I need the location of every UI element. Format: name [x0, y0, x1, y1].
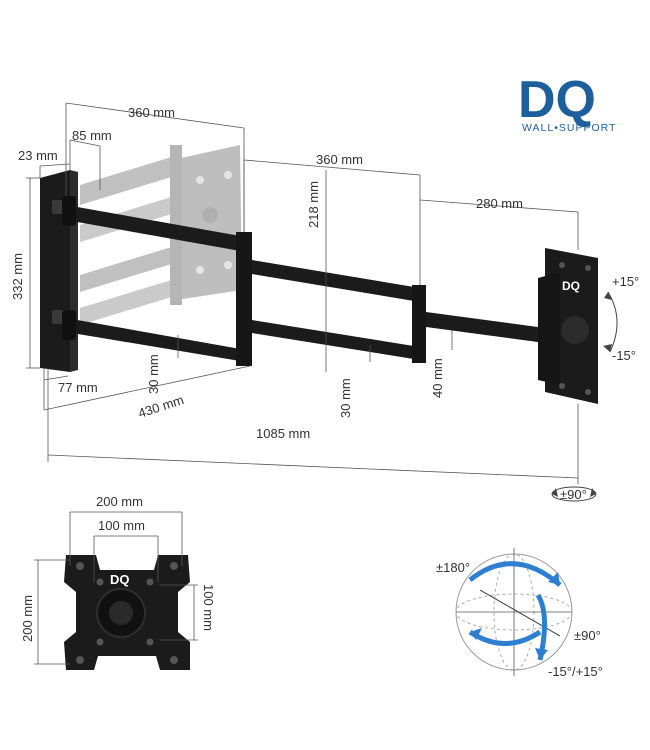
arm-segment-2 — [252, 260, 426, 363]
dim-wall-plate-width: 77 mm — [58, 380, 98, 395]
dim-vesa-width-outer: 200 mm — [96, 494, 143, 509]
rotation-tilt-label: -15°/+15° — [548, 664, 603, 679]
dim-arm1-thickness: 30 mm — [146, 354, 161, 394]
brand-name: DQ — [518, 71, 596, 129]
dim-min-depth: 430 mm — [136, 392, 185, 421]
swivel-arrow — [551, 486, 597, 502]
dim-arm3-length: 280 mm — [476, 196, 523, 211]
dim-arm2-height: 218 mm — [306, 181, 321, 228]
dim-arm1-length: 360 mm — [128, 105, 175, 120]
rotation-sphere — [455, 548, 573, 676]
dim-vesa-width-inner: 100 mm — [98, 518, 145, 533]
dim-max-depth: 1085 mm — [256, 426, 310, 441]
tv-plate: DQ — [538, 248, 598, 404]
tilt-arrow — [603, 291, 618, 353]
dim-arm2-thickness: 30 mm — [338, 378, 353, 418]
vesa-dimension-lines — [34, 511, 198, 665]
plate-logo-front: DQ — [110, 572, 130, 587]
dim-arm2-length: 360 mm — [316, 152, 363, 167]
dim-tilt-down: -15° — [612, 348, 636, 363]
dim-wall-plate-height: 332 mm — [10, 253, 25, 300]
rotation-swivel-label: ±90° — [574, 628, 601, 643]
dim-swivel: ±90° — [560, 487, 587, 502]
dim-vesa-height-inner: 100 mm — [201, 584, 216, 631]
plate-logo-side: DQ — [562, 279, 580, 293]
arm-segment-3 — [426, 312, 560, 345]
rotation-rotate-label: ±180° — [436, 560, 470, 575]
arm-segment-1 — [62, 196, 252, 366]
dim-wall-plate-depth: 23 mm — [18, 148, 58, 163]
vesa-plate-front: DQ — [64, 555, 190, 670]
dim-vesa-height-outer: 200 mm — [20, 595, 35, 642]
dimension-lines — [26, 102, 579, 484]
brand-tagline: WALL•SUPPORT — [522, 122, 616, 134]
brand-logo: DQ WALL•SUPPORT — [518, 71, 616, 134]
dim-tilt-up: +15° — [612, 274, 639, 289]
dim-arm-offset: 85 mm — [72, 128, 112, 143]
dim-arm3-thickness: 40 mm — [430, 358, 445, 398]
